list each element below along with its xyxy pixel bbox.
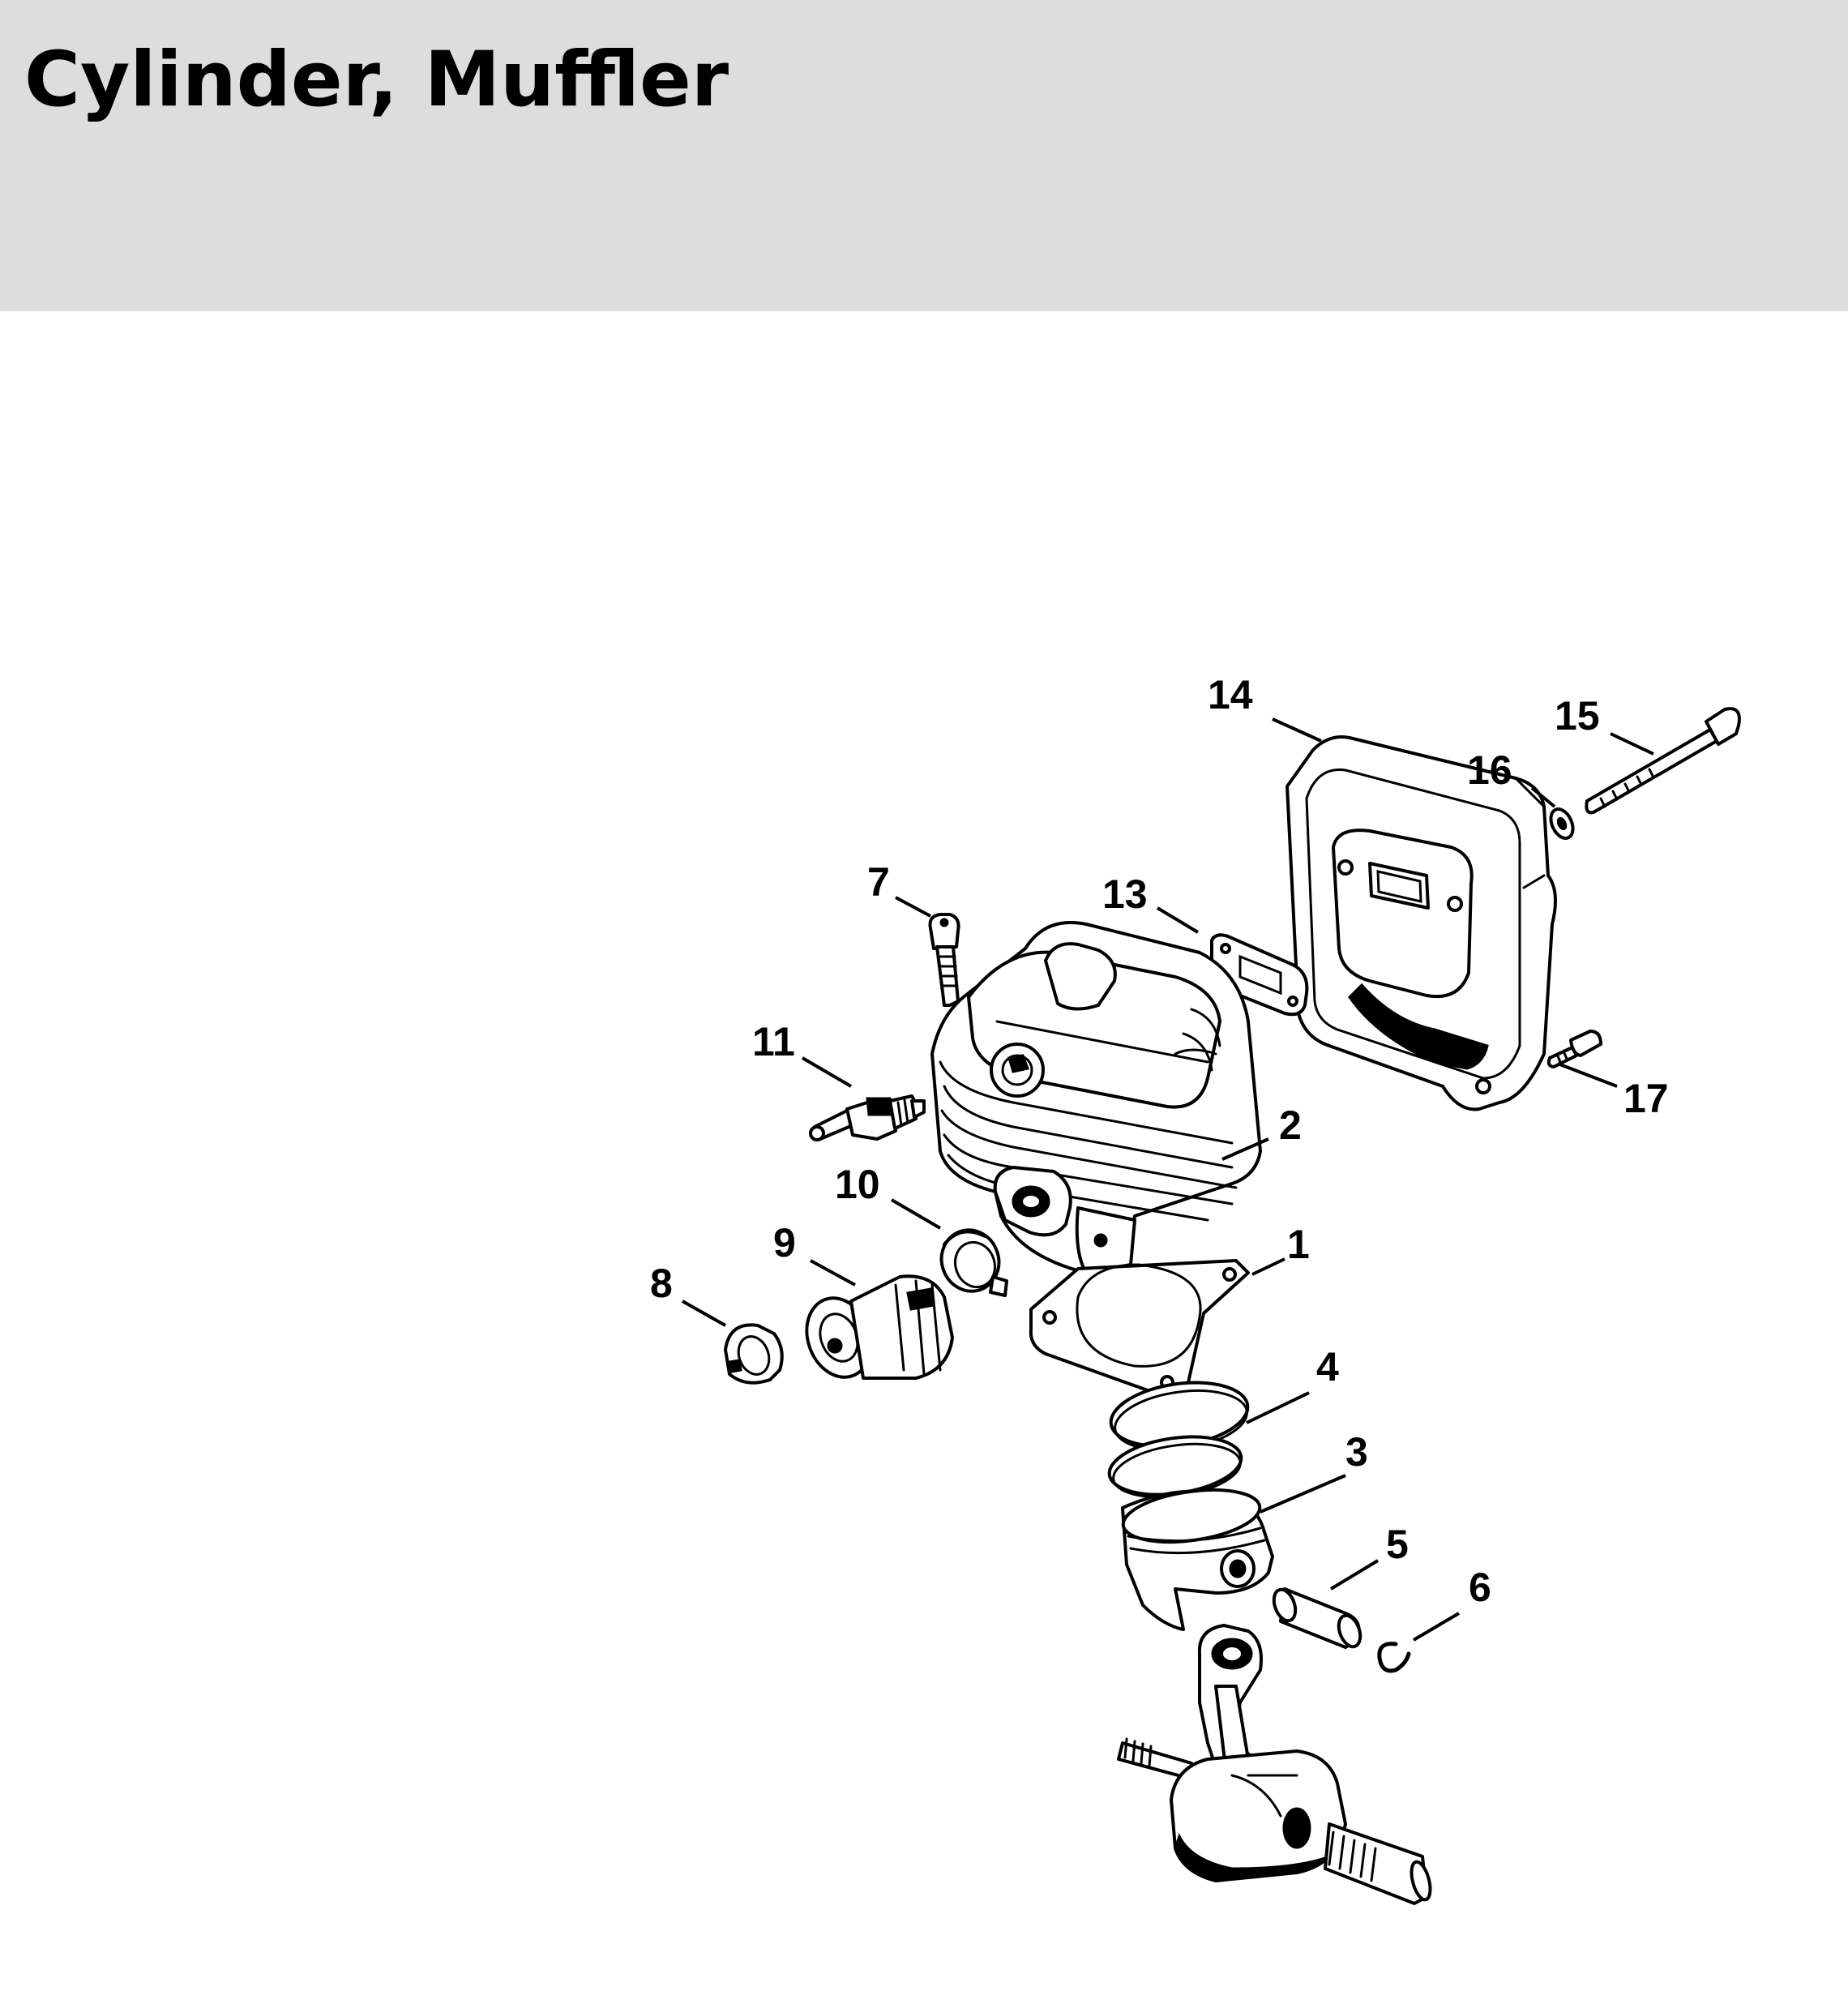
- callout-2: 2: [1279, 1103, 1302, 1148]
- callout-15: 15: [1555, 693, 1600, 739]
- part-6-snap-ring[interactable]: [1377, 1642, 1411, 1673]
- callout-6: 6: [1469, 1565, 1491, 1610]
- callout-8: 8: [650, 1261, 673, 1306]
- part-10-clamp[interactable]: [933, 1222, 1008, 1299]
- callout-1: 1: [1287, 1222, 1310, 1267]
- callout-7: 7: [867, 859, 890, 905]
- callout-17: 17: [1623, 1076, 1669, 1121]
- part-4-piston-rings[interactable]: [1106, 1375, 1251, 1505]
- part-11-spark-plug[interactable]: [809, 1094, 926, 1141]
- callout-labels: 14 15 16 17 13 7 11 10 9 8 2 1 4 3 5 6: [650, 672, 1669, 1610]
- part-15-bolt[interactable]: [1585, 707, 1741, 815]
- callout-5: 5: [1386, 1522, 1409, 1567]
- part-9-manifold[interactable]: [796, 1274, 954, 1386]
- callout-14: 14: [1208, 672, 1253, 717]
- callout-9: 9: [773, 1220, 796, 1265]
- part-3-piston[interactable]: [1120, 1482, 1274, 1631]
- crankshaft[interactable]: [1117, 1624, 1434, 1905]
- part-14-muffler[interactable]: [1285, 735, 1557, 1111]
- callout-3: 3: [1345, 1429, 1368, 1475]
- part-8-flange[interactable]: [724, 1323, 784, 1385]
- part-7-screw[interactable]: [928, 913, 960, 1007]
- leader-lines: [682, 717, 1654, 1642]
- callout-16: 16: [1467, 747, 1512, 793]
- callout-13: 13: [1102, 871, 1148, 917]
- page-header: Cylinder, Muffler: [0, 0, 1848, 311]
- callout-10: 10: [835, 1162, 880, 1207]
- part-2-cylinder[interactable]: [930, 921, 1262, 1274]
- part-16-washer[interactable]: [1546, 806, 1577, 842]
- callout-11: 11: [752, 1019, 795, 1064]
- part-17-screw[interactable]: [1546, 1030, 1602, 1068]
- callout-4: 4: [1316, 1344, 1339, 1390]
- part-1-gasket[interactable]: [1029, 1259, 1250, 1398]
- part-5-piston-pin[interactable]: [1270, 1586, 1364, 1650]
- page-title: Cylinder, Muffler: [24, 36, 729, 124]
